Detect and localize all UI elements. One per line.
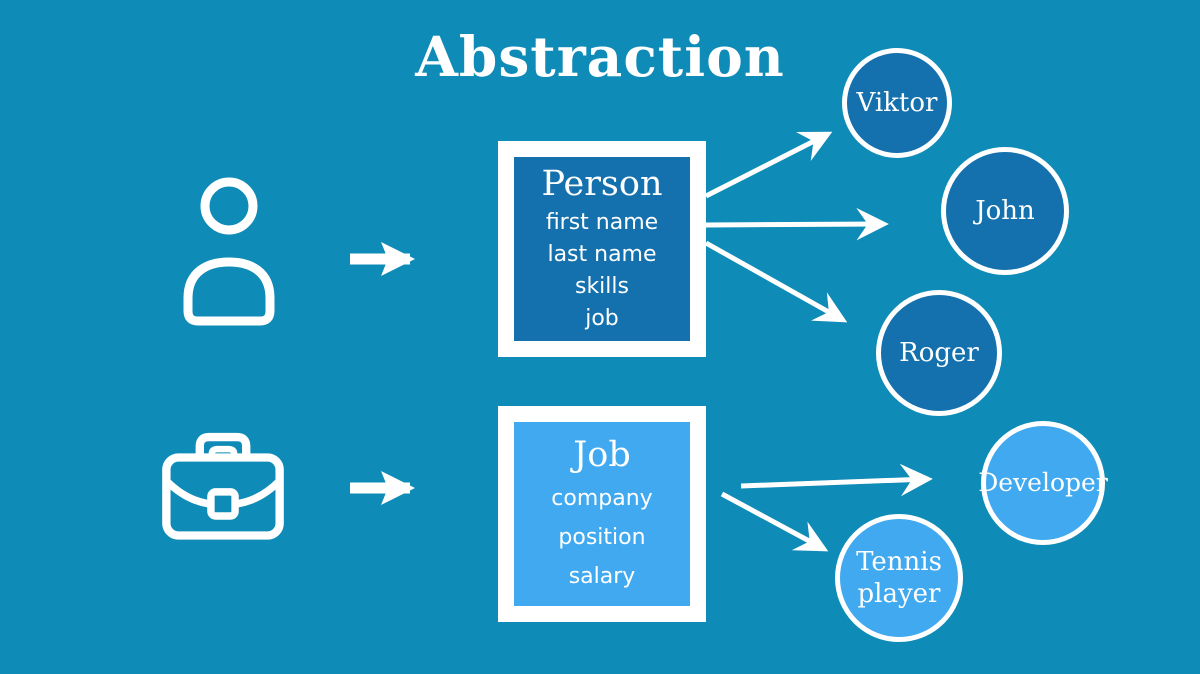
instance-label: Developer <box>978 468 1108 498</box>
arrow-job-to-tennis-player <box>720 491 829 552</box>
arrow-job-to-developer <box>740 463 933 497</box>
class-attribute: job <box>585 305 619 331</box>
instance-circle-roger: Roger <box>876 290 1002 416</box>
class-name: Job <box>573 435 631 475</box>
job-class-attributes: company position salary <box>551 478 652 595</box>
person-class-box: Person first name last name skills job <box>498 141 706 357</box>
class-attribute: position <box>558 524 646 550</box>
class-name: Person <box>541 164 663 204</box>
instance-circle-developer: Developer <box>978 421 1108 545</box>
job-class-inner: Job company position salary <box>514 422 690 606</box>
arrow-person-to-roger <box>704 240 848 323</box>
class-attribute: company <box>551 485 653 511</box>
class-attribute: salary <box>568 563 636 589</box>
person-class-attributes: first name last name skills job <box>546 207 658 335</box>
instance-circle-john: John <box>941 147 1069 275</box>
class-attribute: skills <box>574 273 629 299</box>
instance-circle-viktor: Viktor <box>842 48 952 158</box>
instance-circle-tennis-player: Tennis player <box>835 514 963 642</box>
job-class-box: Job company position salary <box>498 406 706 622</box>
person-class-inner: Person first name last name skills job <box>514 157 690 341</box>
arrow-person-to-john <box>705 207 889 241</box>
instance-label: Roger <box>899 337 979 368</box>
person-icon <box>179 176 279 326</box>
instance-label: Viktor <box>856 87 938 118</box>
class-attribute: last name <box>547 241 657 267</box>
briefcase-icon <box>158 423 288 544</box>
page-title: Abstraction <box>415 24 785 89</box>
arrow-person-to-viktor <box>704 131 833 199</box>
instance-label: Tennis player <box>856 546 942 610</box>
class-attribute: first name <box>545 209 659 235</box>
instance-label: John <box>975 195 1035 226</box>
